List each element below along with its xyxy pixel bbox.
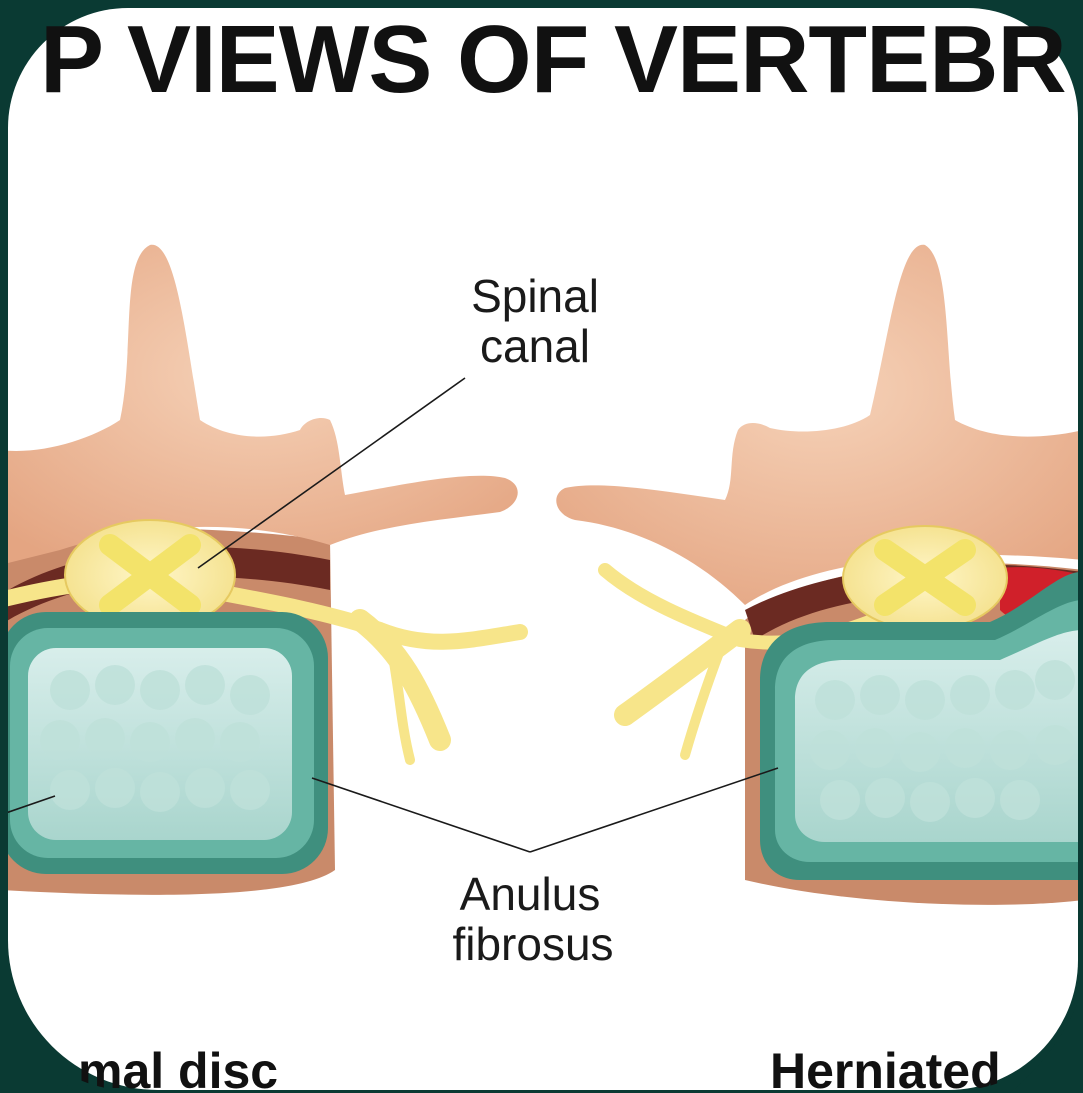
label-spinal-canal-2: canal: [480, 320, 590, 372]
herniated-vertebra: [556, 245, 1083, 905]
label-anulus-fibrosus-2: fibrosus: [452, 918, 613, 970]
normal-vertebra: [0, 245, 520, 895]
caption-normal-disc: mal disc: [78, 1043, 278, 1093]
label-anulus-fibrosus: Anulus: [460, 868, 601, 920]
leader-anulus-right: [530, 768, 778, 852]
label-spinal-canal: Spinal: [471, 270, 599, 322]
diagram-title: P VIEWS OF VERTEBR: [40, 6, 1066, 113]
caption-herniated: Herniated: [770, 1043, 1001, 1093]
bone-arch-right: [556, 245, 1083, 605]
bone-arch-left: [0, 245, 518, 565]
leader-anulus-left: [312, 778, 530, 852]
